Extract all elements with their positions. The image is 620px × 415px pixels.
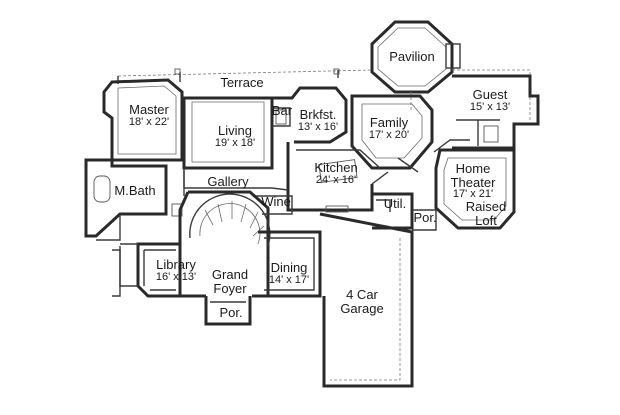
misc-walls bbox=[112, 249, 121, 297]
family-walls bbox=[350, 94, 434, 173]
room-label-raised-loft: Raised Loft bbox=[465, 199, 507, 228]
master-bath-walls bbox=[84, 158, 183, 241]
room-label-wine: Wine bbox=[261, 194, 291, 209]
pavilion-structure bbox=[370, 20, 461, 110]
garage-walls bbox=[319, 212, 414, 388]
room-label-pavilion: Pavilion bbox=[389, 49, 435, 64]
breakfast-walls bbox=[272, 86, 348, 144]
terrace-outline bbox=[117, 68, 531, 120]
room-label-grand-foyer: Grand Foyer bbox=[211, 267, 249, 296]
room-label-gallery: Gallery bbox=[207, 174, 249, 189]
room-label-por-east: Por. bbox=[413, 210, 437, 225]
room-label-terrace: Terrace bbox=[220, 75, 264, 90]
room-label-mbath: M.Bath bbox=[114, 183, 156, 198]
gallery-walls bbox=[183, 170, 289, 196]
room-label-brkfst: Brkfst.13' x 16' bbox=[297, 107, 339, 133]
room-label-garage: 4 Car Garage bbox=[340, 287, 384, 316]
guest-walls bbox=[452, 74, 540, 150]
wine-walls bbox=[256, 195, 293, 215]
dining-walls bbox=[258, 230, 322, 298]
room-label-bar: Bar bbox=[271, 103, 293, 118]
room-label-util: Util. bbox=[383, 196, 407, 211]
theater-walls bbox=[433, 139, 516, 230]
kitchen-walls bbox=[286, 142, 389, 213]
room-label-por-front: Por. bbox=[219, 305, 243, 320]
